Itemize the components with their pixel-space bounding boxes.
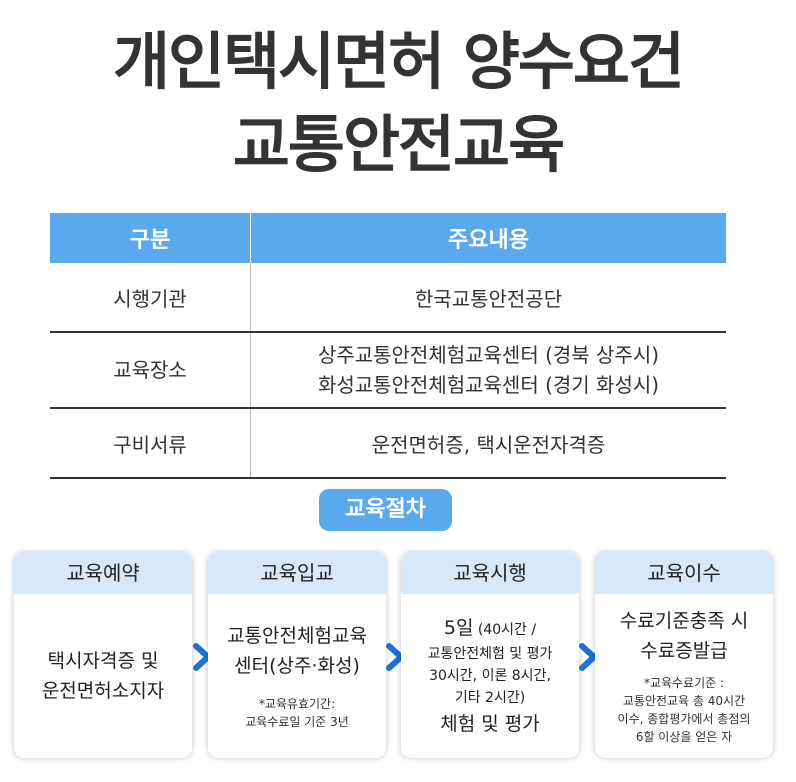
procedure-badge: 교육절차 bbox=[319, 489, 452, 531]
step-main-1: 교통안전체험교육 bbox=[227, 625, 367, 647]
row-content: 상주교통안전체험교육센터 (경북 상주시) 화성교통안전체험교육센터 (경기 화… bbox=[250, 332, 726, 409]
step-note-2: 교통안전교육 총 40시간 bbox=[622, 694, 746, 708]
row-content: 운전면허증, 택시운전자격증 bbox=[250, 408, 726, 479]
step-main-1: 택시자격증 및 bbox=[47, 650, 159, 672]
step-card-completion: 교육이수 수료기준충족 시 수료증발급 *교육수료기준 : 교통안전교육 총 4… bbox=[595, 552, 773, 758]
page-title-line1: 개인택시면허 양수요건 bbox=[113, 25, 685, 98]
step-main-bottom: 체험 및 평가 bbox=[440, 713, 540, 735]
row-label: 교육장소 bbox=[50, 332, 251, 409]
step-main-2: 운전면허소지자 bbox=[41, 680, 165, 702]
table-row: 시행기관 한국교통안전공단 bbox=[50, 263, 726, 333]
row-label: 시행기관 bbox=[50, 263, 251, 333]
step-note-4: 6할 이상을 얻은 자 bbox=[635, 730, 733, 744]
step-card-execution: 교육시행 5일 (40시간 / 교통안전체험 및 평가 30시간, 이론 8시간… bbox=[401, 552, 579, 758]
step-detail-1: 교통안전체험 및 평가 bbox=[427, 646, 553, 662]
step-main-1: 수료기준충족 시 bbox=[619, 610, 749, 632]
step-note-3: 이수, 종합평가에서 총점의 bbox=[617, 712, 751, 726]
step-title: 교육시행 bbox=[401, 552, 579, 594]
step-main-2: 센터(상주·화성) bbox=[234, 655, 360, 677]
step-detail-2: 30시간, 이론 8시간, bbox=[429, 668, 551, 684]
page-title-line2: 교통안전교육 bbox=[232, 108, 565, 181]
chevron-right-icon bbox=[579, 643, 597, 671]
step-title: 교육이수 bbox=[595, 552, 773, 594]
step-note-1: *교육수료기준 : bbox=[643, 676, 725, 690]
table-header-content: 주요내용 bbox=[250, 213, 726, 263]
step-main-top: 5일 (40시간 / bbox=[443, 617, 537, 639]
step-title: 교육입교 bbox=[208, 552, 386, 594]
step-title: 교육예약 bbox=[14, 552, 192, 594]
step-detail-3: 기타 2시간) bbox=[454, 690, 526, 706]
table-row: 교육장소 상주교통안전체험교육센터 (경북 상주시) 화성교통안전체험교육센터 … bbox=[50, 332, 726, 409]
table-row: 구비서류 운전면허증, 택시운전자격증 bbox=[50, 408, 726, 479]
info-table: 구분 주요내용 시행기관 한국교통안전공단 교육장소 상주교통안전체험교육센터 … bbox=[50, 213, 726, 479]
row-label: 구비서류 bbox=[50, 408, 251, 479]
step-main-2: 수료증발급 bbox=[640, 640, 728, 662]
step-card-reservation: 교육예약 택시자격증 및 운전면허소지자 bbox=[14, 552, 192, 758]
row-content: 한국교통안전공단 bbox=[250, 263, 726, 333]
table-header-category: 구분 bbox=[50, 213, 251, 263]
step-note-2: 교육수료일 기준 3년 bbox=[245, 715, 349, 729]
step-card-admission: 교육입교 교통안전체험교육 센터(상주·화성) *교육유효기간: 교육수료일 기… bbox=[208, 552, 386, 758]
step-note-1: *교육유효기간: bbox=[258, 697, 336, 711]
